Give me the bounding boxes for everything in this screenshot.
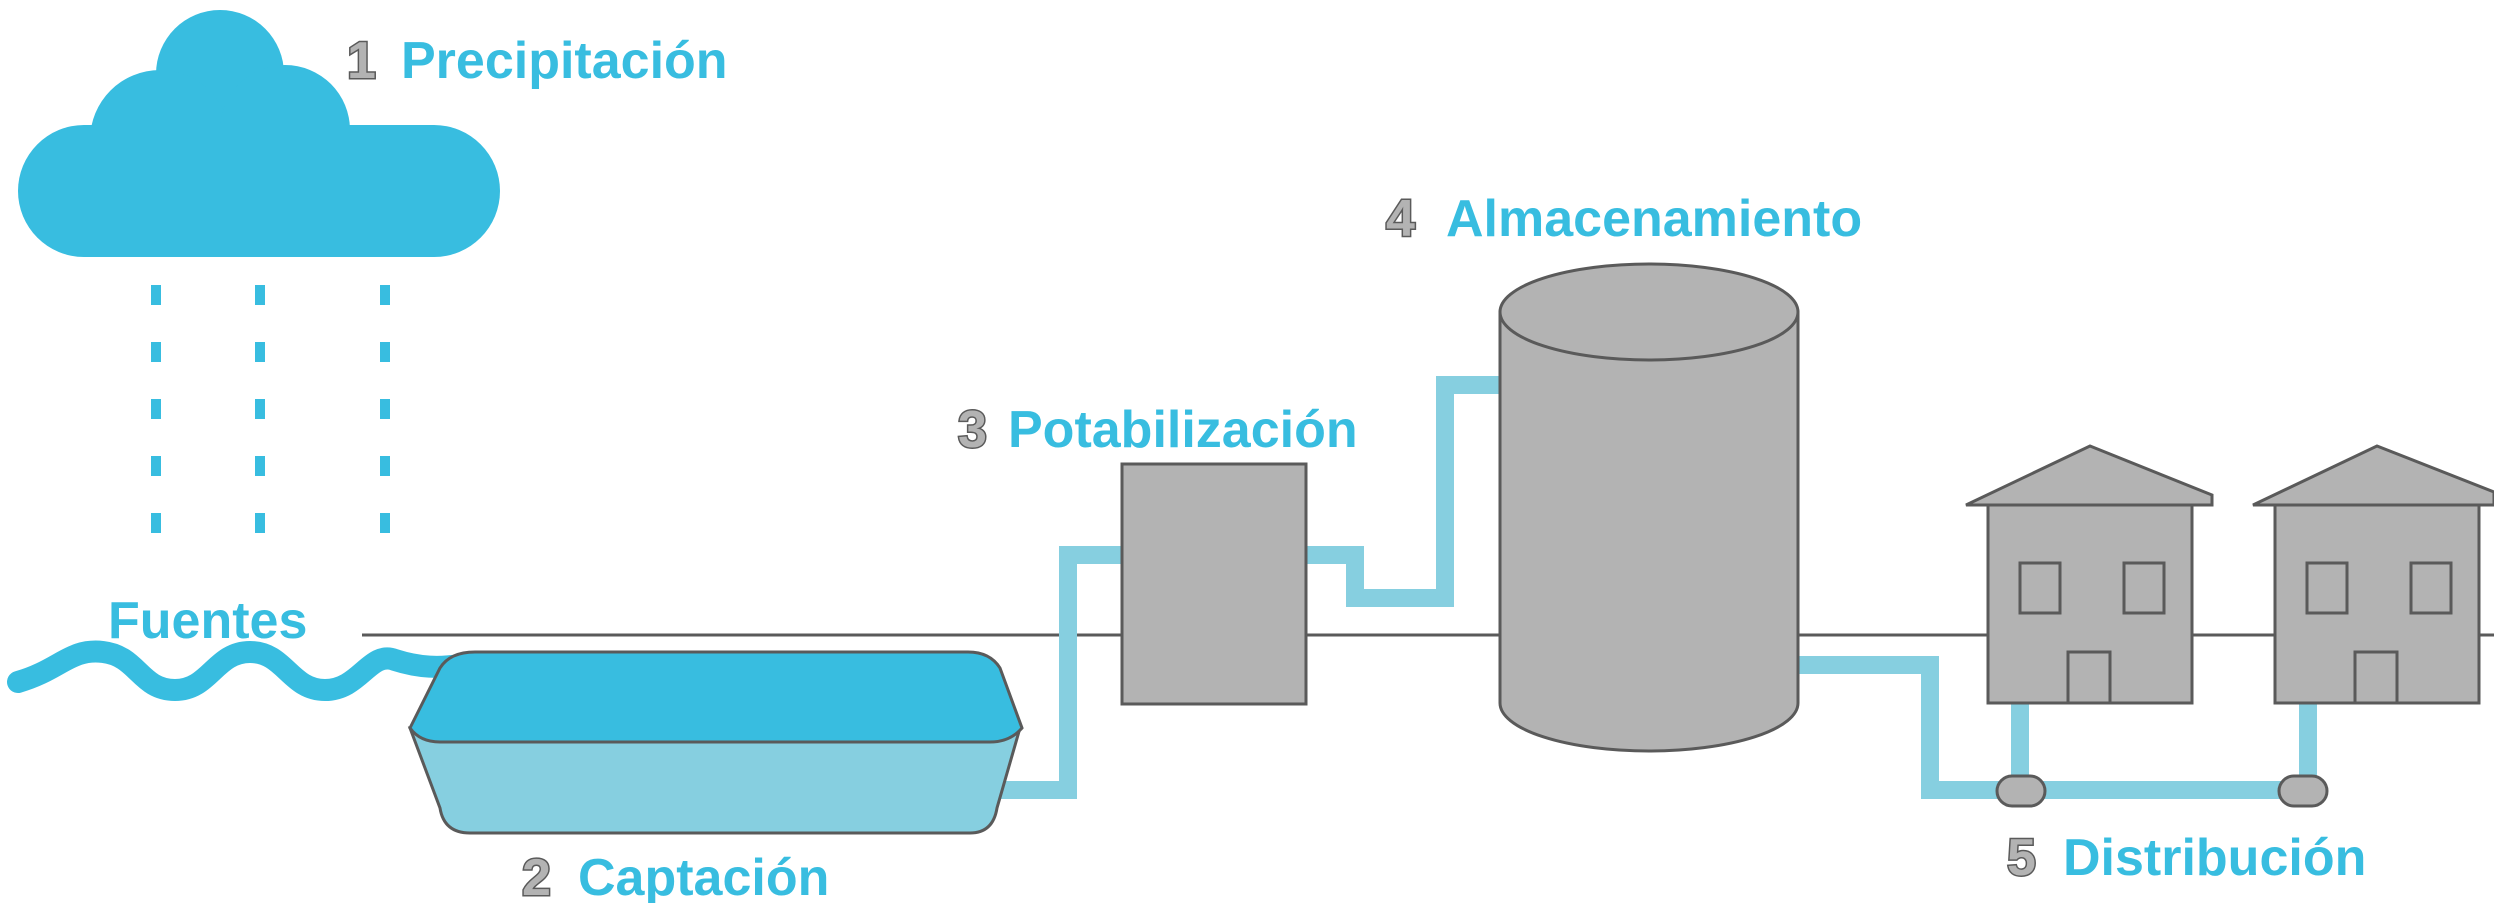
svg-text:Potabilización: Potabilización [1008,401,1358,459]
house-1-window-right [2122,561,2166,615]
svg-text:2: 2 [522,849,551,903]
reservoir-water [408,650,1024,744]
house-1-body [1986,503,2194,705]
pipes [990,376,2317,799]
rain-icon [151,285,390,540]
stage-precipitacion-label: 1 Precipitación [346,31,728,92]
valve-2 [2277,774,2329,808]
house-icon [1965,444,2214,705]
house-icon [2252,444,2494,705]
svg-text:1: 1 [347,32,376,90]
treatment-plant-icon [1120,462,1308,706]
valve-1 [1995,774,2047,808]
house-1-window-left [2018,561,2062,615]
stage-distribucion-label: 5 Distribución [2006,828,2367,889]
tank-top [1498,262,1800,362]
pipe-captacion-to-treatment [990,546,1122,799]
valve-icon [1995,774,2329,808]
house-1-roof [1965,444,2214,507]
river-icon [7,640,471,702]
tank-body [1498,310,1800,753]
stage-captacion-label: 2 Captación [521,848,830,903]
svg-text:Almacenamiento: Almacenamiento [1446,190,1862,248]
reservoir-icon [407,650,1024,835]
house-2-roof [2252,444,2494,507]
svg-text:5: 5 [2007,829,2036,887]
svg-text:Captación: Captación [578,849,829,903]
stage-almacenamiento-label: 4 Almacenamiento [1385,189,1863,250]
reservoir-body [407,726,1022,835]
house-2-window-right [2409,561,2453,615]
house-2-door [2353,650,2399,705]
sources-label: Fuentes [108,592,307,650]
house-1-door [2066,650,2112,705]
stage-potabilizacion-label: 3 Potabilización [957,400,1358,461]
house-2-window-left [2305,561,2349,615]
house-2-body [2273,503,2481,705]
svg-text:4: 4 [1386,190,1415,248]
svg-text:3: 3 [958,401,987,459]
pipe-tank-to-houses [1798,656,2020,799]
cloud-icon [18,10,500,257]
storage-tank-icon [1498,262,1800,753]
svg-text:Distribución: Distribución [2063,829,2366,887]
svg-text:Precipitación: Precipitación [401,32,728,90]
pipe-treatment-to-tank [1306,376,1500,607]
